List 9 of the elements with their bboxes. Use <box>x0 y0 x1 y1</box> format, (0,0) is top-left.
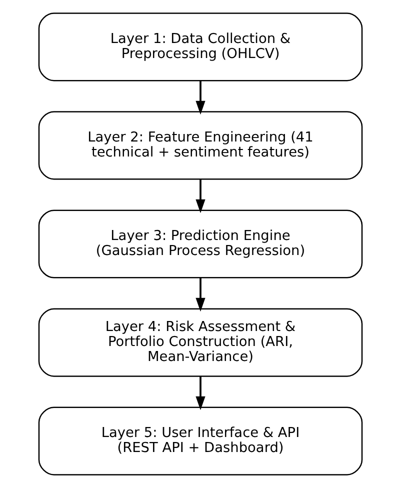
node-box: Layer 4: Risk Assessment & Portfolio Construction (ARI, Mean-Variance) <box>38 308 362 377</box>
node-box: Layer 2: Feature Engineering (41 technical + sentiment features) <box>38 111 362 180</box>
arrow <box>195 278 205 312</box>
arrow <box>195 376 205 410</box>
node-box: Layer 1: Data Collection & Preprocessing (OHLCV) <box>38 12 362 82</box>
arrow <box>195 80 205 115</box>
node-box: Layer 3: Prediction Engine (Gaussian Process Regression) <box>38 210 362 278</box>
node-box: Layer 5: User Interface & API (REST API + Dashboard) <box>38 406 362 476</box>
arrow <box>195 179 205 214</box>
